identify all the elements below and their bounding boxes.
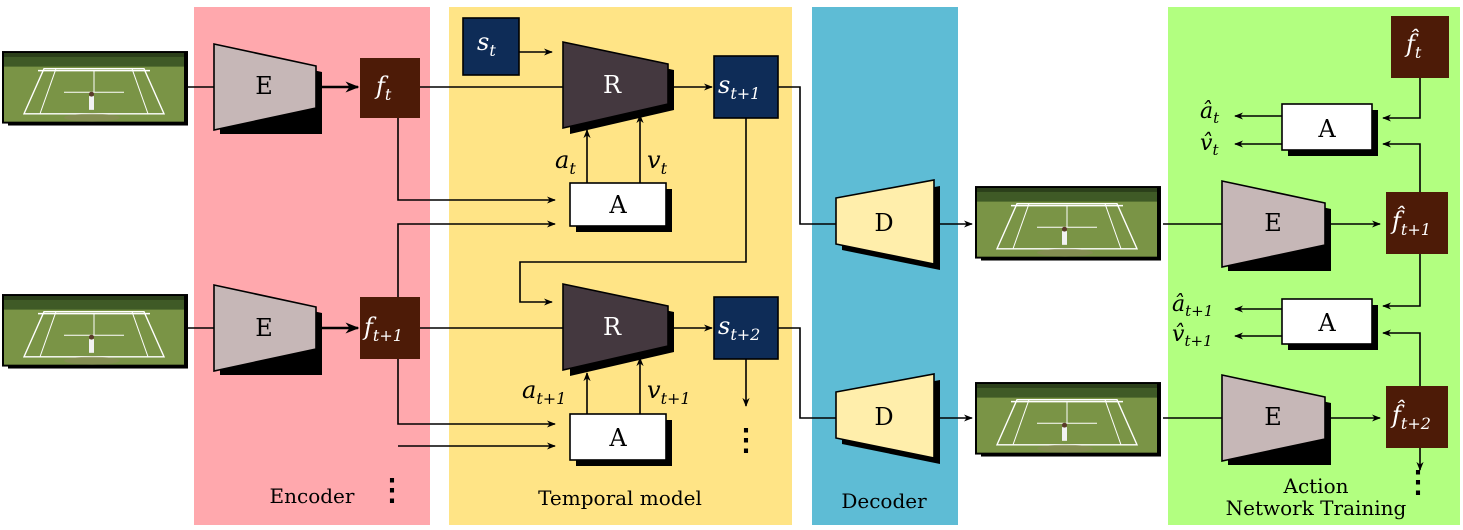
action-label: A <box>608 191 627 219</box>
action-panel-label-line2: Network Training <box>1226 496 1407 520</box>
svg-text:st+1: st+1 <box>718 71 760 103</box>
feature-box-f-t: ft <box>360 58 420 118</box>
action-module-1: A <box>569 182 672 232</box>
decoder-module-2: D <box>835 373 940 464</box>
s-t1-sub: t+1 <box>730 84 760 103</box>
action-panel-label-line1: Action <box>1283 474 1349 498</box>
label-a-t1: at+1 <box>522 376 566 408</box>
rnn-module-2: R <box>562 283 674 376</box>
s-t1-base: s <box>718 71 730 99</box>
rnn-label: R <box>603 313 622 341</box>
s-t2-sub: t+2 <box>730 325 760 344</box>
state-box-s-t1: st+1 <box>713 55 779 119</box>
action-label: A <box>608 424 627 452</box>
label-ahat-t: ât <box>1200 99 1220 127</box>
encoder-module-2: E <box>213 284 322 375</box>
fhat-t1-sub: t+1 <box>1401 220 1431 239</box>
state-box-s-t2: st+2 <box>713 296 779 360</box>
s-t2-base: s <box>718 312 730 340</box>
feature-box-fhat-t: f̂t <box>1391 16 1449 78</box>
label-a-t: at <box>555 146 576 178</box>
f-t-sub: t <box>385 85 392 104</box>
decoder-panel-label: Decoder <box>841 489 927 513</box>
state-box-s-t: st <box>462 17 520 76</box>
label-ahat-t1: ât+1 <box>1172 292 1213 320</box>
encoder-module-3: E <box>1221 180 1331 271</box>
encoder-label: E <box>255 72 273 100</box>
f-t1-sub: t+1 <box>373 326 403 345</box>
ellipsis-action: ⋮ <box>1403 465 1433 500</box>
output-frame-t2 <box>975 382 1161 457</box>
s-t-sub: t <box>489 41 496 60</box>
feature-box-fhat-t1: f̂t+1 <box>1386 192 1448 254</box>
fhat-t-sub: t <box>1415 43 1422 62</box>
feature-box-fhat-t2: f̂t+2 <box>1386 386 1448 448</box>
encoder-label: E <box>1264 209 1282 237</box>
connections <box>186 48 1424 471</box>
input-frame-t <box>2 51 188 126</box>
decoder-module-1: D <box>835 179 940 270</box>
fhat-t2-sub: t+2 <box>1401 414 1431 433</box>
action-label: A <box>1317 115 1336 143</box>
action-module-4: A <box>1281 298 1378 350</box>
s-t-base: s <box>477 28 489 56</box>
action-module-2: A <box>569 413 672 466</box>
decoder-label: D <box>874 403 893 431</box>
action-module-3: A <box>1281 103 1378 156</box>
rnn-module-1: R <box>562 41 674 134</box>
decoder-label: D <box>874 209 893 237</box>
ellipsis-encoder: ⋮ <box>377 473 407 508</box>
action-label: A <box>1317 309 1336 337</box>
label-v-t: vt <box>647 146 668 178</box>
encoder-module-4: E <box>1221 374 1331 465</box>
rnn-label: R <box>603 71 622 99</box>
output-frame-t1 <box>975 186 1161 261</box>
label-v-t1: vt+1 <box>647 376 691 408</box>
feature-box-f-t1: ft+1 <box>360 297 420 359</box>
encoder-label: E <box>255 314 273 342</box>
encoder-label: E <box>1264 403 1282 431</box>
svg-text:st+2: st+2 <box>718 312 760 344</box>
svg-text:st: st <box>477 28 496 60</box>
encoder-module-1: E <box>213 43 322 134</box>
input-frame-t1 <box>2 294 188 369</box>
encoder-panel-label: Encoder <box>270 484 355 508</box>
label-vhat-t: v̂t <box>1200 131 1219 159</box>
ellipsis-temporal: ⋮ <box>731 423 761 458</box>
temporal-panel-label: Temporal model <box>538 486 702 510</box>
label-vhat-t1: v̂t+1 <box>1172 322 1213 350</box>
